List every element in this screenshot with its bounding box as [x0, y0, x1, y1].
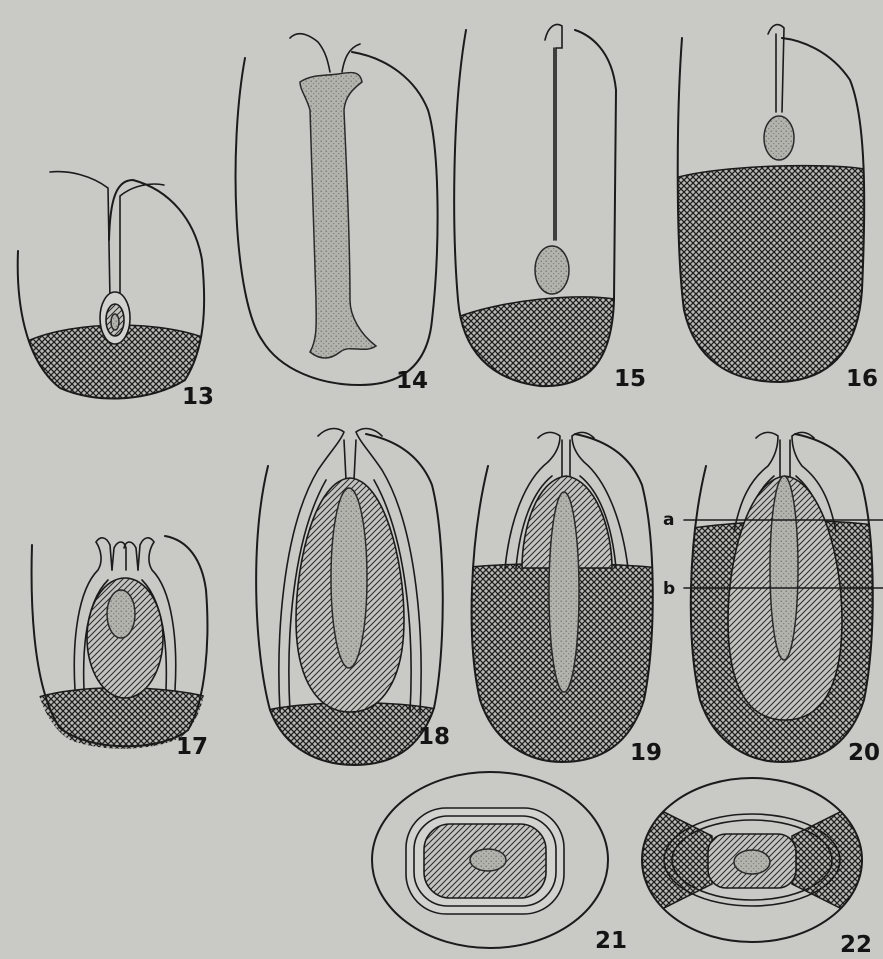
embryo	[535, 246, 569, 294]
micropyle	[344, 440, 356, 480]
embryo-core	[770, 476, 798, 660]
embryo-core	[549, 492, 579, 692]
micropyle	[342, 44, 360, 72]
figure-20-ovule	[680, 432, 883, 770]
embryo	[764, 116, 794, 160]
endosperm-region	[640, 800, 712, 920]
embryo-core	[331, 488, 367, 668]
annotation-label-a: a	[663, 510, 674, 530]
endosperm-region	[675, 166, 870, 400]
figure-label-15: 15	[614, 366, 646, 392]
figure-label-16: 16	[846, 366, 878, 392]
embryo-core	[111, 314, 119, 330]
figure-14-ovule	[236, 34, 438, 385]
figure-label-20: 20	[848, 740, 880, 766]
endosperm-region	[260, 703, 440, 770]
figure-15-ovule	[454, 25, 620, 400]
figure-13-ovule	[18, 172, 205, 420]
figure-label-17: 17	[176, 734, 208, 760]
figure-label-21: 21	[595, 928, 627, 954]
figure-19-ovule	[460, 432, 660, 770]
figure-label-14: 14	[396, 368, 428, 394]
micropyle	[50, 172, 110, 300]
embryo-core	[107, 590, 135, 638]
figure-22-cross-section	[640, 778, 864, 942]
micropyle	[290, 34, 330, 72]
figure-21-cross-section	[372, 772, 608, 948]
micropyle	[562, 440, 570, 476]
embryo-core	[734, 850, 770, 874]
figure-label-22: 22	[840, 932, 872, 958]
figure-17-ovule	[30, 536, 212, 760]
micropyle	[120, 184, 164, 300]
endosperm-region	[792, 800, 864, 920]
embryo-core	[470, 849, 506, 871]
figure-label-18: 18	[418, 724, 450, 750]
figure-18-ovule	[256, 429, 443, 770]
annotation-label-b: b	[663, 579, 675, 599]
suspensor-embryo	[300, 72, 376, 358]
endosperm-region	[455, 297, 620, 400]
figure-label-19: 19	[630, 740, 662, 766]
micropyle	[780, 440, 790, 476]
figure-label-13: 13	[182, 384, 214, 410]
figure-16-ovule	[675, 25, 870, 400]
